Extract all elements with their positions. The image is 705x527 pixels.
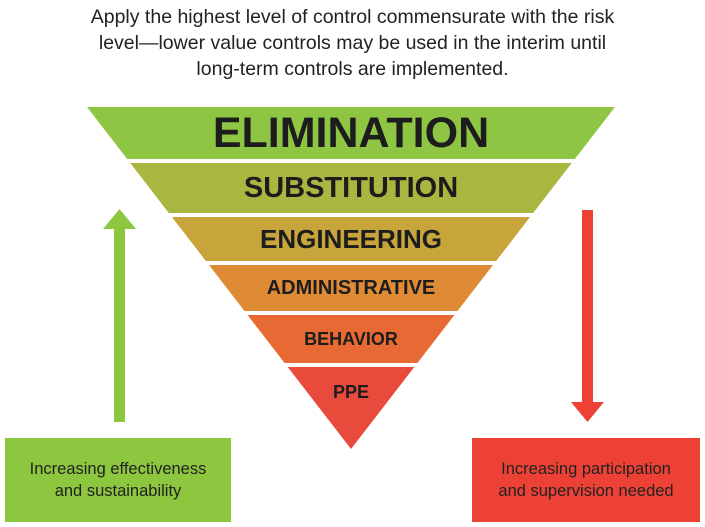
tier-ppe [287,367,415,449]
tier-label-substitution: SUBSTITUTION [244,172,458,204]
tier-engineering [171,217,531,261]
effectiveness-line-1: Increasing effectiveness [29,460,207,478]
tier-elimination [87,107,615,159]
pyramid-tiers: ELIMINATION SUBSTITUTION ENGINEERING ADMINI… [87,107,615,449]
participation-box: Increasing participation and supervision… [472,438,700,522]
tier-label-behavior: BEHAVIOR [304,329,398,349]
tier-label-ppe: PPE [333,382,369,402]
down-arrow [571,210,604,422]
effectiveness-line-2: and sustainability [54,482,182,500]
down-arrow-shaft [582,210,593,406]
down-arrow-head [571,402,604,422]
intro-line-1: Apply the highest level of control comme… [90,6,615,28]
up-arrow-shaft [114,225,125,422]
effectiveness-box: Increasing effectiveness and sustainabil… [5,438,231,522]
up-arrow [103,209,136,422]
tier-administrative [208,265,494,311]
tier-substitution [130,163,572,213]
tier-label-engineering: ENGINEERING [260,224,442,254]
tier-label-elimination: ELIMINATION [213,109,489,157]
intro-line-2: level—lower value controls may be used i… [98,32,607,54]
up-arrow-head [103,209,136,229]
tier-label-administrative: ADMINISTRATIVE [267,277,436,299]
intro-line-3: long-term controls are implemented. [196,58,509,80]
intro-text: Apply the highest level of control comme… [30,4,675,82]
participation-line-2: and supervision needed [498,482,674,500]
tier-behavior [247,315,455,363]
participation-line-1: Increasing participation [501,460,671,478]
